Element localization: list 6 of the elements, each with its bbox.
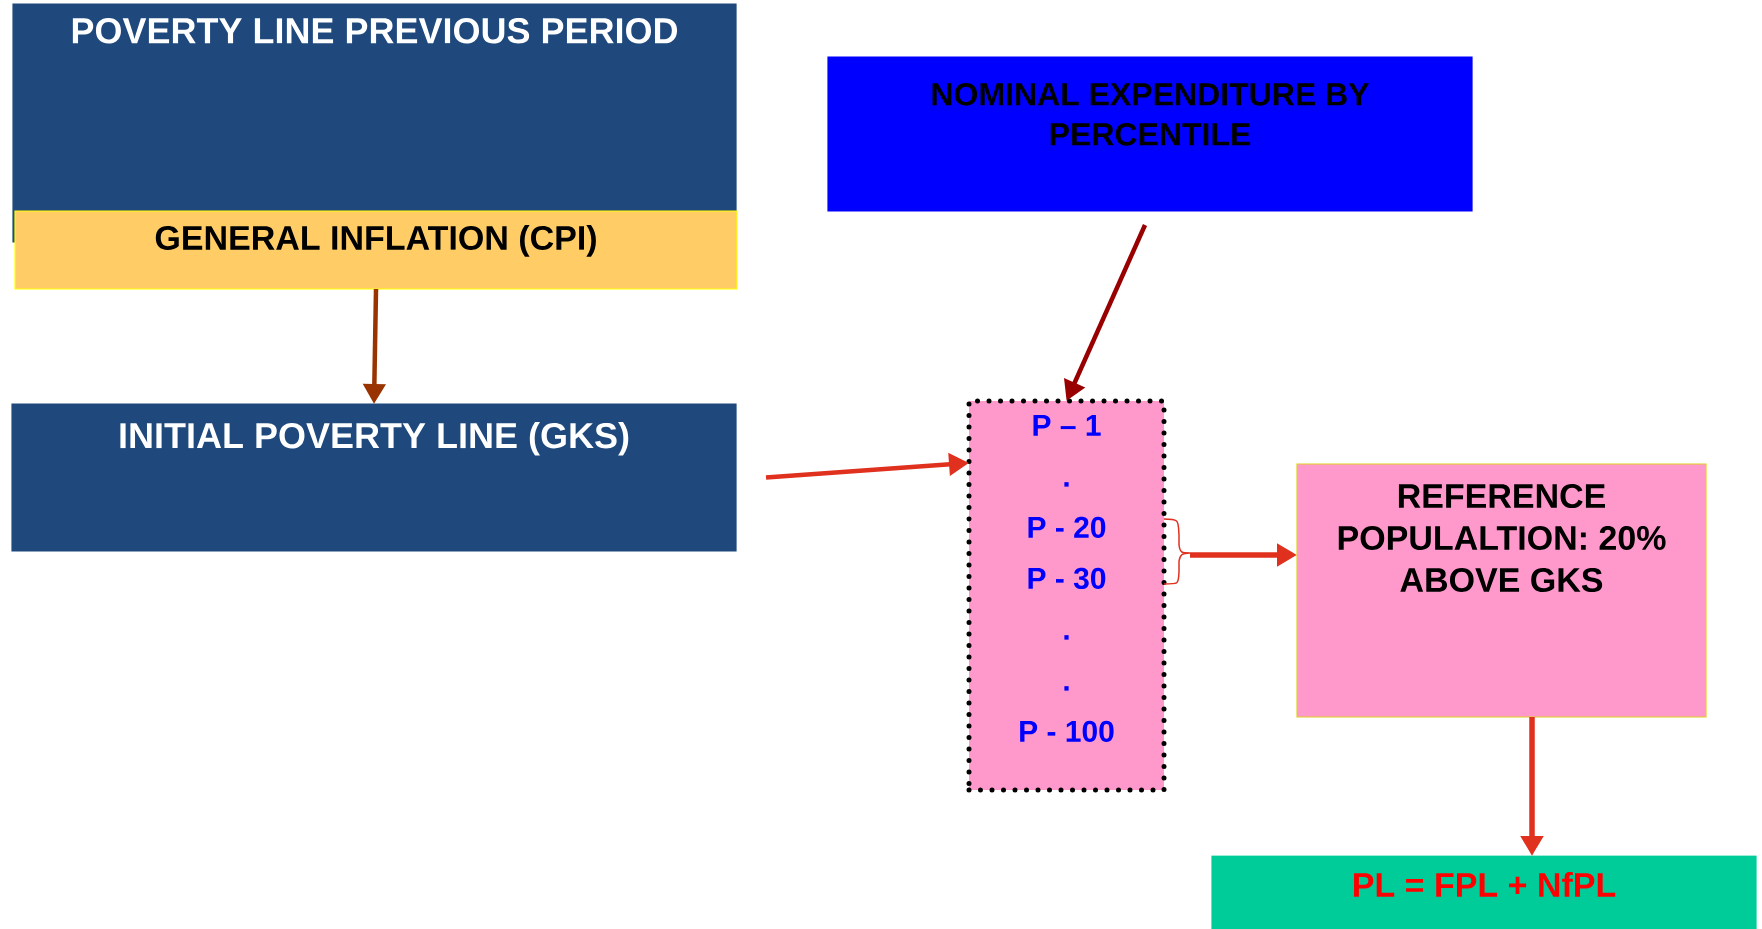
percentile-box: P – 1 . P - 20 P - 30 . . P - 100 [966,398,1167,793]
process-box: NOMINAL EXPENDITURE BY PERCENTILE [827,56,1473,212]
process-box: GENERAL INFLATION (CPI) [14,210,738,290]
process-box: INITIAL POVERTY LINE (GKS) [11,403,737,552]
process-box: REFERENCE POPULALTION: 20% ABOVE GKS [1296,463,1707,718]
result-box: PL = FPL + NfPL [1211,855,1757,929]
